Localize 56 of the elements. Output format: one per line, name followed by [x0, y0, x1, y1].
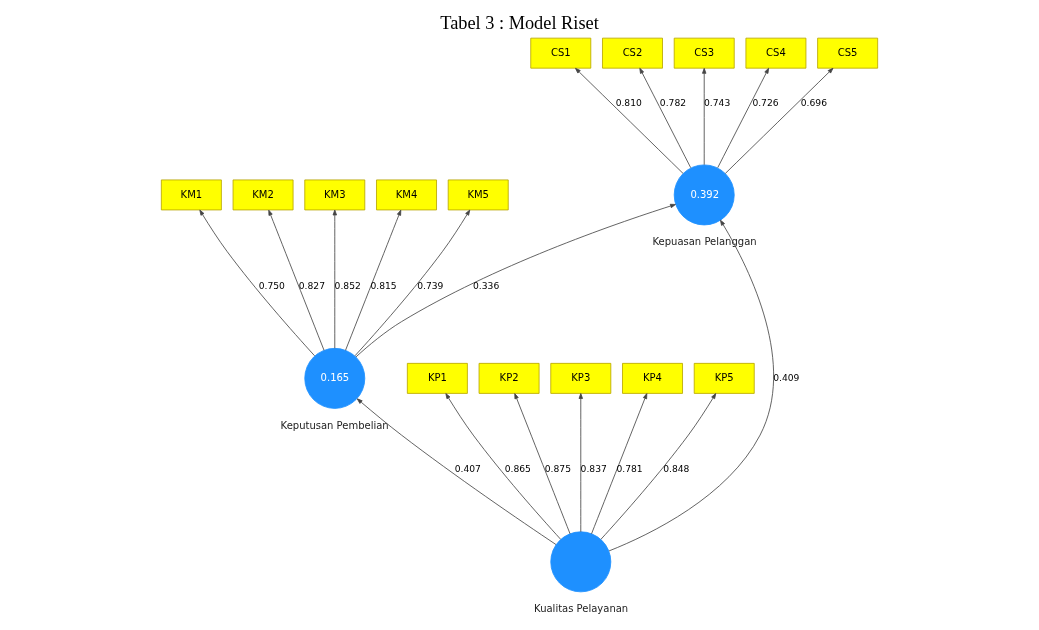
arrow — [639, 67, 692, 169]
edge-label: 0.407 — [454, 463, 481, 475]
edge-label: 0.696 — [800, 96, 827, 108]
edge-label: 0.848 — [663, 463, 690, 475]
edge-label: 0.782 — [659, 96, 687, 108]
arrow — [354, 209, 471, 357]
edge-label: 0.726 — [752, 96, 779, 108]
edge-label: 0.815 — [370, 279, 397, 291]
arrow — [268, 209, 325, 351]
arrow — [575, 67, 684, 174]
diagram-title: Tabel 3 : Model Riset — [440, 13, 599, 34]
edge-label: 0.875 — [544, 463, 571, 475]
node-box: KM2 — [232, 179, 294, 211]
node-box: CS1 — [530, 37, 592, 69]
arrow — [332, 209, 337, 349]
arrow — [514, 393, 571, 535]
arrow — [199, 209, 315, 357]
arrow — [445, 393, 561, 540]
edge-label: 0.739 — [417, 279, 444, 291]
node-label: Keputusan Pembelian — [280, 419, 389, 431]
edge-label: 0.750 — [258, 279, 285, 291]
node-box: KP5 — [693, 362, 755, 394]
edge-label: 0.336 — [473, 279, 500, 291]
edge-label: 0.865 — [504, 463, 531, 475]
node-box: KM1 — [160, 179, 222, 211]
edge-label: 0.743 — [704, 96, 731, 108]
node-box: CS4 — [745, 37, 807, 69]
node-box: CS3 — [673, 37, 735, 69]
edge-label: 0.810 — [615, 96, 642, 108]
arrow — [355, 203, 676, 358]
node-label: Kepuasan Pelanggan — [652, 236, 757, 248]
arrow — [702, 67, 707, 166]
node-box: KP3 — [550, 362, 612, 394]
node-box: KP1 — [406, 362, 468, 394]
arrow — [600, 393, 717, 540]
node-circle — [550, 531, 612, 593]
arrow — [578, 393, 583, 533]
edge-label: 0.852 — [334, 279, 361, 291]
node-box: CS2 — [602, 37, 663, 69]
arrow — [345, 209, 402, 351]
arrow — [717, 67, 770, 169]
node-label: Kualitas Pelayanan — [534, 603, 629, 615]
node-box: CS5 — [817, 37, 879, 69]
arrow — [591, 393, 648, 535]
arrow — [356, 398, 557, 545]
edge-label: 0.827 — [298, 279, 325, 291]
edge-label: 0.781 — [616, 463, 643, 475]
node-box: KM4 — [376, 179, 437, 211]
edge-label: 0.837 — [580, 463, 607, 475]
node-box: KM5 — [447, 179, 509, 211]
arrow — [608, 219, 774, 552]
node-box: KP2 — [478, 362, 540, 394]
edge-label: 0.409 — [773, 371, 800, 383]
node-box: KM3 — [304, 179, 366, 211]
node-box: KP4 — [622, 362, 683, 394]
arrow — [724, 67, 834, 174]
